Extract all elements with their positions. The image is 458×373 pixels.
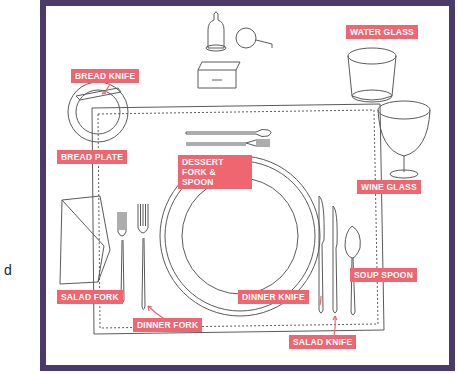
sketch (60, 12, 430, 334)
callout-label: DINNER FORK (133, 318, 202, 332)
dessert-fork (186, 140, 270, 146)
wine-glass-rim (378, 101, 430, 119)
stray-letter: d (4, 262, 12, 278)
leader-head (148, 306, 152, 311)
place-card-line (212, 80, 222, 81)
water-glass-base (352, 90, 392, 102)
pepper-spoon (256, 40, 272, 48)
leader-line (104, 84, 110, 94)
place-card (198, 62, 240, 88)
dinner-knife (319, 196, 324, 313)
placemat-stitch (98, 110, 378, 328)
dessert-spoon (186, 129, 271, 136)
placemat (92, 104, 384, 334)
callout-label: BREAD PLATE (57, 150, 127, 164)
leader-head (102, 91, 106, 94)
callout-label: DESSERT FORK & SPOON (178, 155, 252, 189)
callout-label: WATER GLASS (346, 25, 418, 39)
dinner-plate (160, 156, 320, 316)
callout-label: SALAD FORK (57, 290, 123, 304)
dinner-plate-well (182, 178, 298, 294)
leader-lines (102, 84, 337, 336)
pepper-cellar (236, 28, 256, 48)
bread-plate (68, 82, 128, 142)
frame (43, 3, 452, 368)
callout-label: WINE GLASS (357, 180, 421, 194)
callout-label: SALAD KNIFE (289, 335, 356, 349)
leader-head (333, 316, 337, 320)
water-glass-bowl (348, 56, 396, 100)
leader-line (334, 316, 335, 336)
dinner-fork (138, 204, 148, 310)
water-glass-rim (348, 48, 396, 64)
salt-shaker (208, 12, 224, 48)
callout-label: DINNER KNIFE (238, 290, 309, 304)
bread-knife (76, 88, 121, 100)
napkin-fold (62, 200, 104, 282)
callout-label: SOUP SPOON (350, 268, 417, 282)
salad-knife (333, 206, 337, 313)
salt-shaker-base (206, 45, 226, 51)
leader-line (320, 296, 321, 305)
wine-glass-bowl (378, 110, 430, 172)
napkin (60, 196, 110, 284)
wine-glass-foot (390, 170, 418, 178)
callout-label: BREAD KNIFE (71, 69, 139, 83)
